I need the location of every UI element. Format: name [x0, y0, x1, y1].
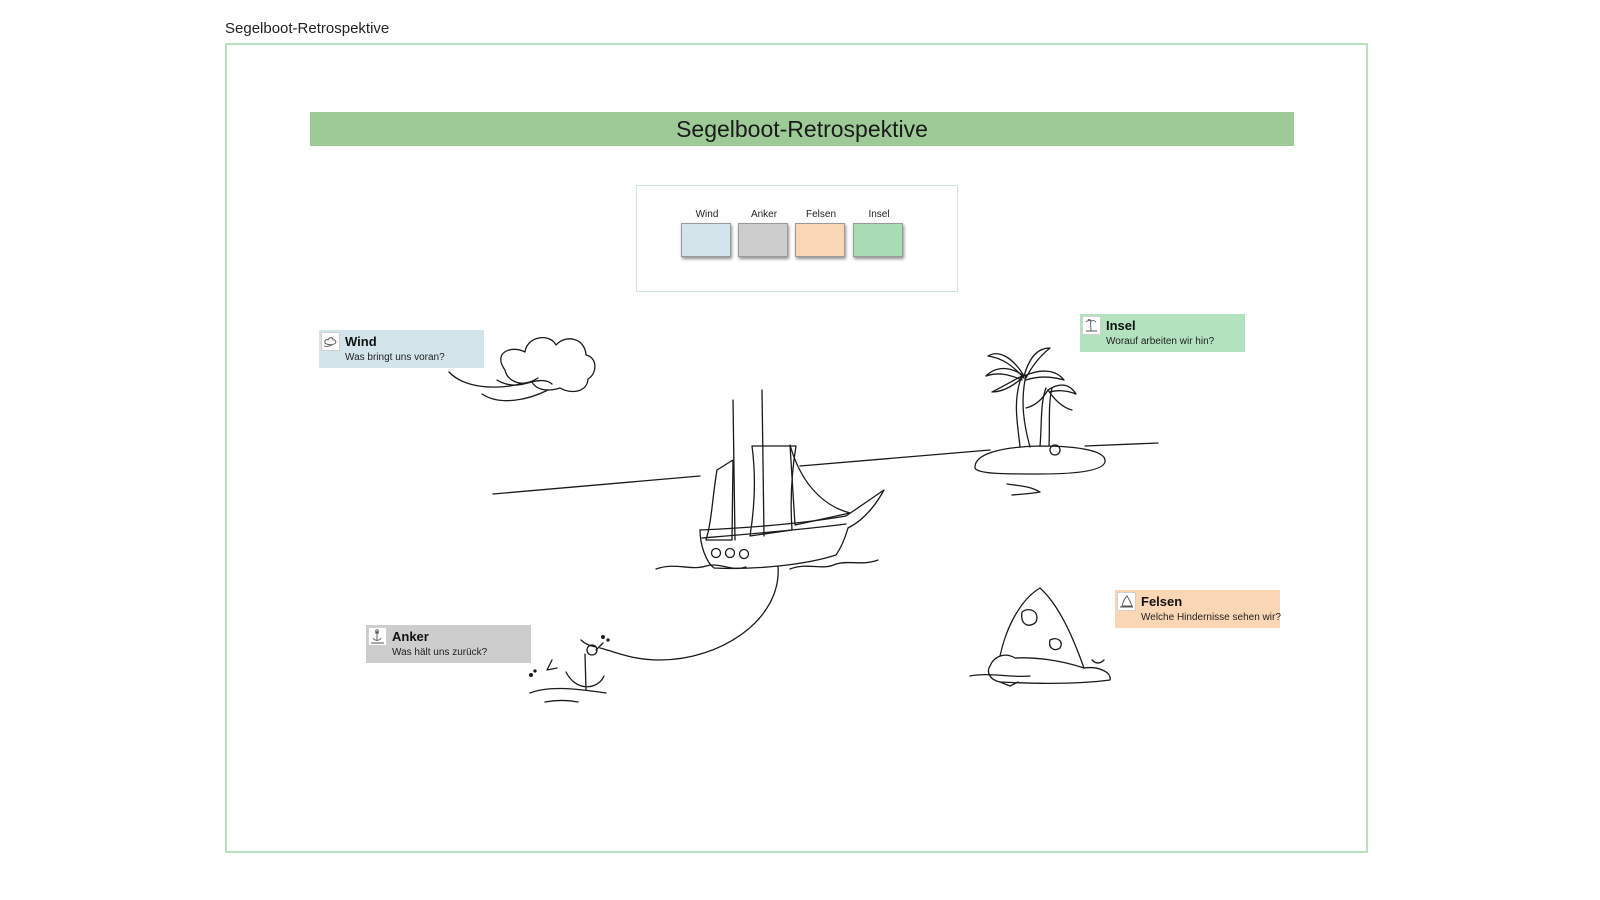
palm-island-icon [1082, 316, 1101, 335]
anchor-icon [529, 635, 610, 703]
card-wind[interactable]: Wind Was bringt uns voran? [319, 330, 484, 368]
legend-label: Felsen [805, 209, 836, 220]
rock-icon [969, 587, 1111, 687]
legend-swatch-wind[interactable] [681, 223, 731, 257]
card-title: Insel [1106, 318, 1136, 333]
card-title: Anker [392, 629, 429, 644]
card-subtitle: Welche Hindernisse sehen wir? [1141, 612, 1281, 623]
palm-island-icon [974, 347, 1106, 496]
horizon-line [492, 442, 1159, 495]
wind-cloud-icon-svg [323, 337, 337, 347]
legend-label: Insel [868, 209, 890, 220]
card-felsen[interactable]: Felsen Welche Hindernisse sehen wir? [1115, 590, 1281, 628]
legend-item-felsen[interactable]: Felsen [795, 208, 847, 257]
card-subtitle: Was hält uns zurück? [392, 647, 488, 658]
card-anker[interactable]: Anker Was hält uns zurück? [366, 625, 531, 663]
board-frame[interactable] [225, 43, 1368, 853]
legend-item-insel[interactable]: Insel [853, 208, 905, 257]
legend-label: Anker [750, 209, 778, 220]
card-insel[interactable]: Insel Worauf arbeiten wir hin? [1080, 314, 1245, 352]
legend-item-anker[interactable]: Anker [738, 208, 790, 257]
legend-label: Wind [695, 209, 719, 220]
legend-swatch-anker[interactable] [738, 223, 788, 257]
legend-box[interactable]: Wind Anker Felsen Insel [636, 185, 958, 292]
palm-island-icon-svg [1085, 318, 1097, 332]
card-subtitle: Was bringt uns voran? [345, 352, 445, 363]
rock-icon-svg [1120, 595, 1133, 608]
card-title: Felsen [1141, 594, 1183, 609]
ship-icon [655, 389, 885, 570]
card-subtitle: Worauf arbeiten wir hin? [1106, 336, 1215, 347]
wind-cloud-icon [321, 332, 340, 351]
legend-swatch-insel[interactable] [853, 223, 903, 257]
legend-swatch-felsen[interactable] [795, 223, 845, 257]
legend-item-wind[interactable]: Wind [681, 208, 733, 257]
wind-cloud-icon [448, 337, 596, 402]
anchor-rope [599, 565, 779, 661]
card-title: Wind [345, 334, 377, 349]
rock-icon [1117, 592, 1136, 611]
frame-title[interactable]: Segelboot-Retrospektive [225, 20, 390, 37]
anchor-icon [368, 627, 387, 646]
anchor-icon-svg [371, 629, 384, 644]
banner-title[interactable]: Segelboot-Retrospektive [310, 112, 1294, 146]
